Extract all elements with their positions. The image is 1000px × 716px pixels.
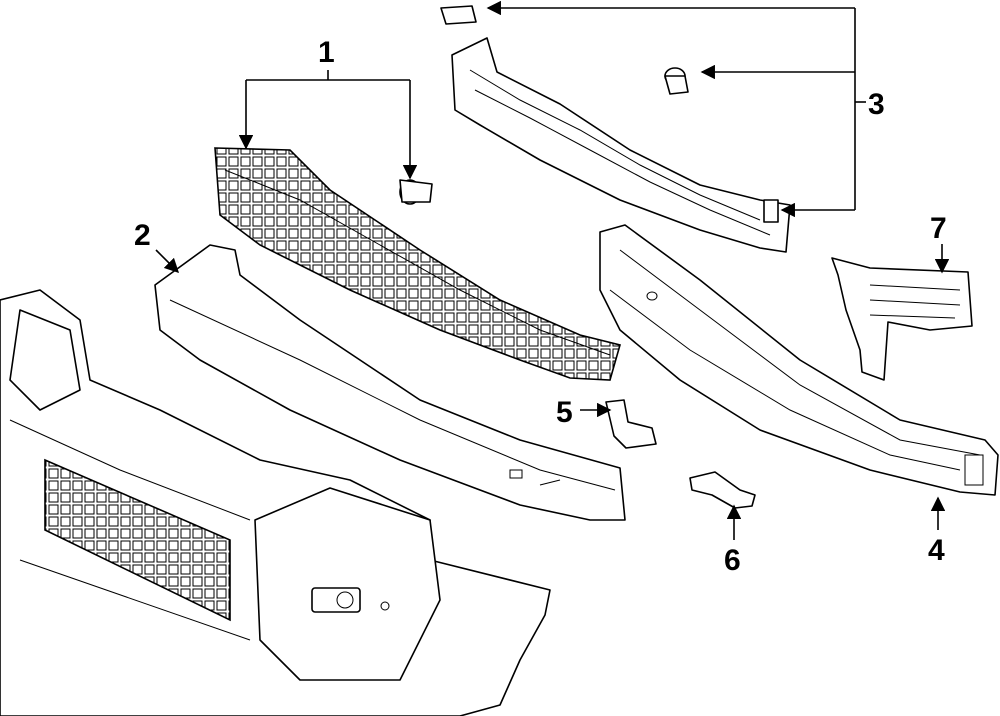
mounting-plate-6 xyxy=(689,471,756,509)
small-bracket-5 xyxy=(605,399,657,449)
callout-4: 4 xyxy=(928,534,945,567)
retainer-clip xyxy=(440,5,477,25)
callout-3: 3 xyxy=(868,88,885,121)
push-pin-fastener xyxy=(664,67,689,95)
callout-5: 5 xyxy=(556,396,573,429)
callout-6: 6 xyxy=(724,544,741,577)
energy-absorber xyxy=(451,37,791,253)
impact-bar xyxy=(599,224,999,496)
callout-7: 7 xyxy=(930,212,947,245)
callout-1: 1 xyxy=(318,36,335,69)
leader-lines xyxy=(155,0,950,540)
callout-2: 2 xyxy=(134,219,151,252)
side-bracket xyxy=(831,257,973,381)
bumper-cover xyxy=(0,289,551,716)
grille-clip xyxy=(399,179,433,205)
lower-grille xyxy=(214,147,621,381)
lower-cover-panel xyxy=(154,244,626,521)
